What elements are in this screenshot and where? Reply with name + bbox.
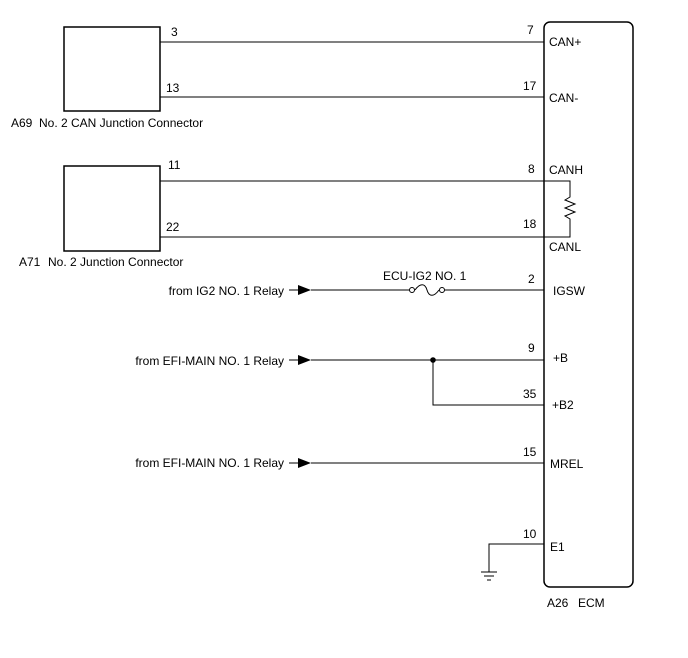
ecm-terminal-b: +B — [553, 351, 568, 365]
source-b-label: from EFI-MAIN NO. 1 Relay — [135, 354, 284, 368]
ecm-terminal-can-minus: CAN- — [549, 91, 578, 105]
ecm-terminal-mrel: MREL — [550, 457, 584, 471]
ecm-pin-15: 15 — [523, 445, 537, 459]
source-mrel-label: from EFI-MAIN NO. 1 Relay — [135, 456, 284, 470]
ecm-pin-7: 7 — [527, 23, 534, 37]
connector-a69-code: A69 — [11, 116, 33, 130]
arrow-mrel-icon — [298, 458, 311, 468]
ecm-pin-35: 35 — [523, 387, 537, 401]
ecm-terminal-canl: CANL — [549, 240, 581, 254]
connector-a69-box — [63, 26, 161, 112]
ecm-pin-2: 2 — [528, 272, 535, 286]
ecm-box — [543, 21, 634, 588]
ecm-terminal-igsw: IGSW — [553, 284, 586, 298]
ecm-pin-10: 10 — [523, 527, 537, 541]
fuse-label: ECU-IG2 NO. 1 — [383, 269, 467, 283]
wire-b2 — [432, 360, 544, 406]
pin-a71-11: 11 — [168, 158, 181, 172]
ecm-name: ECM — [578, 596, 605, 610]
arrow-b-icon — [298, 355, 311, 365]
source-igsw-label: from IG2 NO. 1 Relay — [169, 284, 284, 298]
ecm-pin-18: 18 — [523, 217, 537, 231]
arrow-igsw-icon — [298, 285, 311, 295]
pin-a69-3: 3 — [171, 25, 178, 39]
ecm-terminal-canh: CANH — [549, 163, 583, 177]
connector-a69-name: No. 2 CAN Junction Connector — [39, 116, 203, 130]
ecm-pin-8: 8 — [528, 162, 535, 176]
pin-a71-22: 22 — [166, 220, 180, 234]
connector-a71-code: A71 — [19, 255, 41, 269]
termination-resistor — [544, 180, 577, 238]
ground-icon — [481, 571, 497, 581]
connector-a71-box — [63, 165, 161, 252]
connector-a71-name: No. 2 Junction Connector — [48, 255, 183, 269]
ecm-pin-9: 9 — [528, 341, 535, 355]
fuse-terminal-right — [439, 287, 445, 293]
ecm-terminal-can-plus: CAN+ — [549, 35, 581, 49]
pin-a69-13: 13 — [166, 81, 180, 95]
fuse-icon — [414, 284, 440, 296]
fuse-terminal-left — [409, 287, 415, 293]
ecm-code: A26 — [547, 596, 569, 610]
ecm-terminal-b2: +B2 — [552, 398, 574, 412]
wire-e1 — [488, 543, 544, 572]
ecm-pin-17: 17 — [523, 79, 537, 93]
ecm-terminal-e1: E1 — [550, 540, 565, 554]
